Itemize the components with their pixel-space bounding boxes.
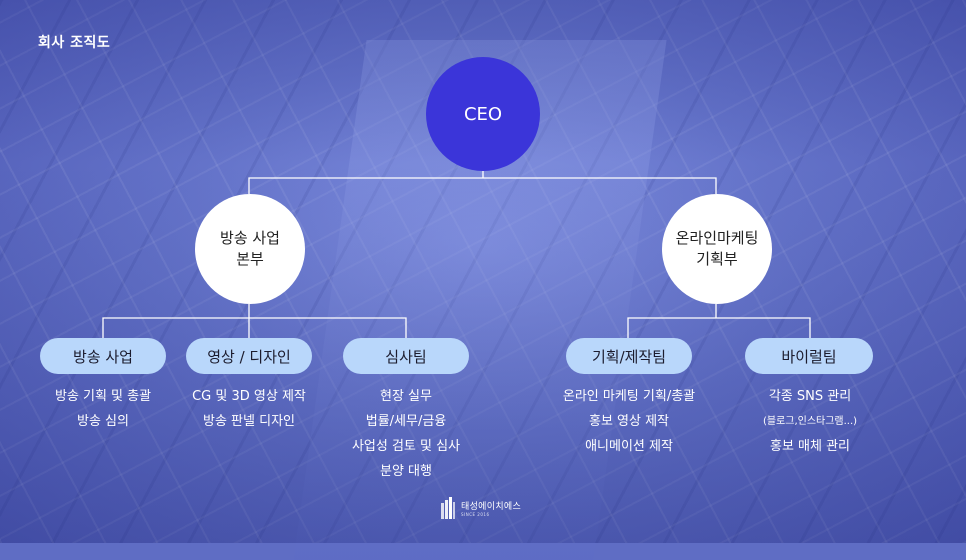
duty-item: 홍보 영상 제작: [588, 414, 670, 429]
division-broadcast-line2: 본부: [236, 250, 264, 268]
building-logo-icon: [441, 497, 455, 519]
duty-item: 각종 SNS 관리: [768, 389, 852, 404]
duty-item: 방송 판넬 디자인: [203, 414, 295, 429]
division-broadcast: 방송 사업 본부: [195, 194, 305, 304]
marketing-connector: [627, 304, 811, 338]
duties-planning-production: 온라인 마케팅 기획/총괄 홍보 영상 제작 애니메이션 제작: [544, 384, 714, 459]
duty-item: CG 및 3D 영상 제작: [192, 389, 306, 404]
duty-item: 방송 기획 및 총괄: [54, 389, 152, 404]
division-broadcast-line1: 방송 사업: [220, 229, 280, 247]
team-planning-production: 기획/제작팀: [566, 338, 692, 374]
ceo-connector: [248, 171, 717, 194]
duty-item: 홍보 매체 관리: [769, 439, 851, 454]
duties-viral: 각종 SNS 관리 (블로그,인스타그램...) 홍보 매체 관리: [730, 384, 890, 459]
duties-review: 현장 실무 법률/세무/금융 사업성 검토 및 심사 분양 대행: [331, 384, 481, 484]
division-online-marketing: 온라인마케팅 기획부: [662, 194, 772, 304]
ceo-node: CEO: [426, 57, 540, 171]
team-broadcast-business: 방송 사업: [40, 338, 166, 374]
team-video-design: 영상 / 디자인: [186, 338, 312, 374]
team-viral: 바이럴팀: [745, 338, 873, 374]
duties-broadcast-business: 방송 기획 및 총괄 방송 심의: [28, 384, 178, 434]
duty-item: 법률/세무/금융: [365, 414, 447, 429]
org-connector-lines: [102, 171, 811, 338]
page-title: 회사 조직도: [38, 35, 111, 51]
duty-item: 온라인 마케팅 기획/총괄: [562, 389, 696, 404]
company-logo: 태성에이치에스 SINCE 2016: [441, 497, 521, 519]
duty-item: (블로그,인스타그램...): [762, 416, 858, 427]
duty-item: 분양 대행: [380, 464, 432, 479]
duty-item: 방송 심의: [77, 414, 129, 429]
broadcast-connector: [102, 304, 407, 338]
division-marketing-line1: 온라인마케팅: [675, 229, 759, 247]
duty-item: 사업성 검토 및 심사: [351, 439, 461, 454]
logo-name: 태성에이치에스: [461, 502, 522, 512]
duty-item: 현장 실무: [380, 389, 432, 404]
division-marketing-line2: 기획부: [696, 250, 738, 268]
team-review: 심사팀: [343, 338, 469, 374]
duty-item: 애니메이션 제작: [585, 439, 673, 454]
duties-video-design: CG 및 3D 영상 제작 방송 판넬 디자인: [169, 384, 329, 434]
logo-tagline: SINCE 2016: [461, 512, 490, 517]
